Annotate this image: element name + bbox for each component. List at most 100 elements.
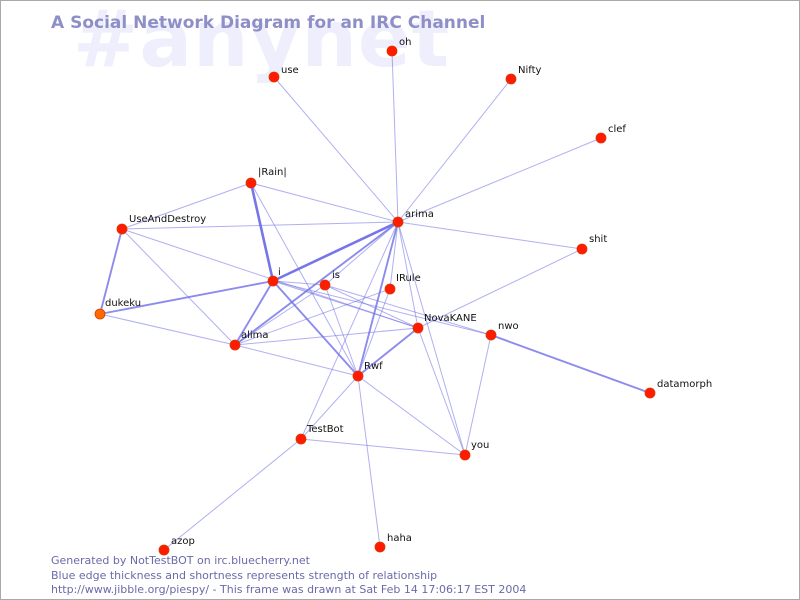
node-label-is: is — [332, 270, 340, 281]
node-label-irule: IRule — [396, 273, 421, 284]
node-use: use — [268, 65, 299, 83]
edge-i-rwf — [272, 280, 359, 377]
node-clef: clef — [595, 124, 626, 144]
node-dot-irule — [384, 283, 396, 295]
node-you: you — [459, 440, 489, 461]
node-label-you: you — [471, 440, 489, 451]
edge-dukeku-alima — [99, 313, 236, 346]
edge-i-dukeku — [99, 280, 274, 315]
node-label-azop: azop — [171, 536, 195, 547]
node-label-i: i — [278, 267, 281, 278]
node-useanddestroy: UseAndDestroy — [116, 214, 206, 235]
edge-arima-oh — [391, 50, 399, 223]
edge-rwf-novakane — [357, 327, 419, 377]
node-label-rwf: Rwf — [364, 361, 383, 372]
node-label-alima: alima — [241, 330, 269, 341]
edge-arima-alima — [234, 221, 399, 346]
node-label-clef: clef — [608, 124, 626, 135]
node-dot-alima — [229, 339, 241, 351]
edge-is-alima — [234, 284, 326, 346]
node-haha: haha — [374, 533, 412, 553]
node-azop: azop — [158, 536, 195, 556]
node-alima: alima — [229, 330, 269, 351]
edge-is-nwo — [324, 284, 492, 336]
edge-arima-rain — [250, 182, 399, 223]
edge-novakane-you — [417, 327, 466, 456]
node-irule: IRule — [384, 273, 421, 295]
node-dot-rain — [245, 177, 257, 189]
edge-arima-novakane — [397, 221, 419, 329]
node-dot-clef — [595, 132, 607, 144]
nodes-layer: oh use Nifty clef |Rain| arima UseAndDestroy sh… — [94, 37, 712, 556]
edge-is-rwf — [324, 284, 359, 377]
edge-arima-testbot — [300, 221, 399, 440]
edge-alima-rwf — [234, 344, 359, 377]
channel-watermark: #anynet — [73, 0, 451, 85]
node-dot-testbot — [295, 433, 307, 445]
edge-rwf-you — [357, 375, 466, 456]
edge-useanddestroy-alima — [121, 228, 236, 346]
edge-nwo-you — [464, 334, 492, 456]
node-i: i — [267, 267, 281, 287]
node-nifty: Nifty — [505, 65, 542, 85]
edge-testbot-azop — [163, 438, 302, 551]
node-shit: shit — [576, 234, 607, 255]
edge-rain-rwf — [250, 182, 359, 377]
edge-i-alima — [234, 280, 274, 346]
node-dot-you — [459, 449, 471, 461]
node-novakane: NovaKANE — [412, 313, 477, 334]
edge-i-is — [272, 280, 326, 286]
node-label-nifty: Nifty — [518, 65, 542, 76]
node-dot-use — [268, 71, 280, 83]
node-dot-nifty — [505, 73, 517, 85]
edge-i-novakane — [272, 280, 419, 329]
edge-rain-i — [249, 181, 275, 283]
edge-useanddestroy-dukeku — [99, 228, 123, 315]
node-is: is — [319, 270, 340, 291]
node-dot-is — [319, 279, 331, 291]
node-label-use: use — [281, 65, 299, 76]
node-dot-i — [267, 275, 279, 287]
footer-frame-info: http://www.jibble.org/piespy/ - This fra… — [51, 583, 527, 596]
node-label-dukeku: dukeku — [105, 298, 141, 309]
node-dot-azop — [158, 544, 170, 556]
edge-arima-irule — [389, 221, 399, 290]
node-oh: oh — [386, 37, 411, 57]
node-label-testbot: TestBot — [306, 424, 344, 435]
node-label-nwo: nwo — [498, 321, 519, 332]
node-arima: arima — [392, 209, 434, 228]
node-datamorph: datamorph — [644, 379, 712, 399]
node-label-useanddestroy: UseAndDestroy — [129, 214, 206, 225]
node-label-rain: |Rain| — [258, 167, 287, 178]
edge-arima-is — [324, 221, 399, 286]
edge-rwf-haha — [357, 375, 381, 548]
edge-irule-alima — [234, 288, 391, 346]
node-rwf: Rwf — [352, 361, 383, 382]
edge-nwo-datamorph — [490, 334, 651, 394]
edge-arima-shit — [397, 221, 583, 250]
edge-arima-you — [397, 221, 466, 456]
edge-rwf-testbot — [300, 375, 359, 440]
edge-novakane-shit — [417, 248, 583, 329]
node-rain: |Rain| — [245, 167, 287, 189]
node-dot-novakane — [412, 322, 424, 334]
node-dot-shit — [576, 243, 588, 255]
node-nwo: nwo — [485, 321, 519, 341]
node-dot-dukeku — [94, 308, 106, 320]
edge-arima-clef — [397, 137, 602, 223]
edge-rain-useanddestroy — [121, 182, 252, 230]
node-label-shit: shit — [589, 234, 607, 245]
footer-generated-by: Generated by NotTestBOT on irc.bluecherr… — [51, 554, 310, 567]
edges-layer — [99, 50, 651, 551]
node-dot-nwo — [485, 329, 497, 341]
edge-arima-nifty — [397, 78, 512, 223]
footer: Generated by NotTestBOT on irc.bluecherr… — [51, 554, 526, 598]
node-dot-rwf — [352, 370, 364, 382]
node-dot-useanddestroy — [116, 223, 128, 235]
edge-arima-rwf — [357, 221, 399, 377]
edge-alima-novakane — [234, 327, 419, 346]
node-dukeku: dukeku — [94, 298, 141, 320]
edge-is-novakane — [324, 284, 419, 329]
